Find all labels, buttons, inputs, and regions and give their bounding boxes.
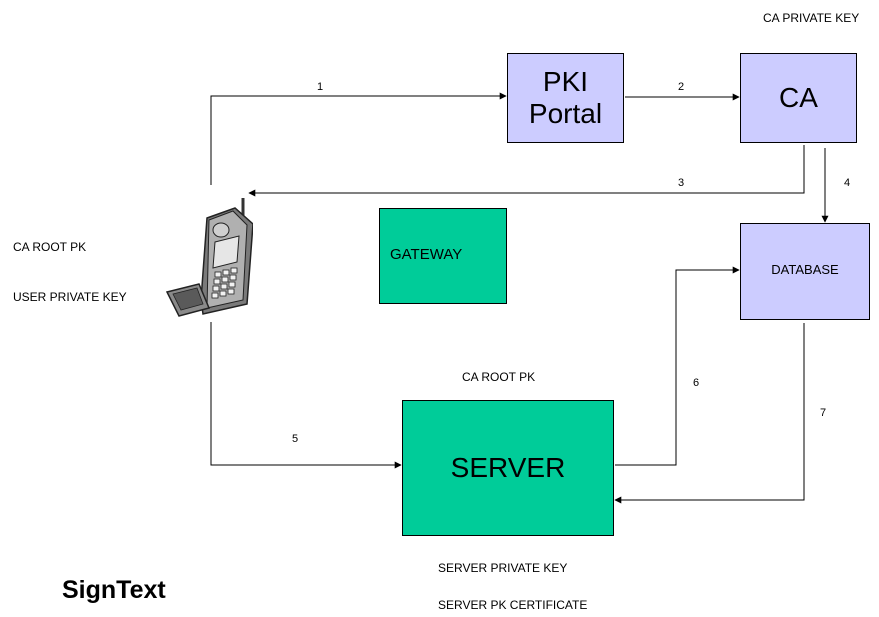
- mobile-phone-icon: [165, 198, 253, 317]
- server-private-key-label: SERVER PRIVATE KEY: [438, 561, 568, 575]
- flow-2-number: 2: [678, 81, 685, 93]
- server-ca-root-pk-label: CA ROOT PK: [462, 370, 536, 384]
- database-box: DATABASE: [740, 223, 870, 320]
- flow-7-number: 7: [820, 407, 827, 419]
- server-pk-certificate-label: SERVER PK CERTIFICATE: [438, 598, 588, 612]
- gateway-box: GATEWAY: [379, 208, 507, 304]
- flow-5-number: 5: [292, 433, 299, 445]
- server-box: SERVER: [402, 400, 614, 536]
- flow-3-arrow: [248, 145, 805, 197]
- pki-portal-label-line1: PKI: [542, 66, 589, 97]
- ca-private-key-label: CA PRIVATE KEY: [763, 11, 860, 25]
- flow-5-arrow: [210, 322, 402, 469]
- pki-portal-label-line2: Portal: [528, 98, 603, 129]
- flow-1-number: 1: [317, 81, 324, 93]
- pki-portal-box: PKI Portal: [507, 53, 624, 143]
- ca-label: CA: [779, 82, 818, 113]
- flow-6-number: 6: [693, 377, 700, 389]
- phone-ca-root-pk-label: CA ROOT PK: [13, 240, 87, 254]
- flow-3-number: 3: [678, 177, 685, 189]
- flow-6-arrow: [615, 266, 740, 466]
- server-label: SERVER: [450, 452, 566, 483]
- diagram-title: SignText: [62, 576, 166, 604]
- user-private-key-label: USER PRIVATE KEY: [13, 290, 127, 304]
- database-label: DATABASE: [771, 262, 839, 277]
- flow-1-arrow: [210, 92, 507, 185]
- flow-4-number: 4: [844, 177, 851, 189]
- ca-box: CA: [740, 53, 857, 143]
- flow-7-arrow: [614, 323, 805, 504]
- gateway-label: GATEWAY: [390, 245, 463, 263]
